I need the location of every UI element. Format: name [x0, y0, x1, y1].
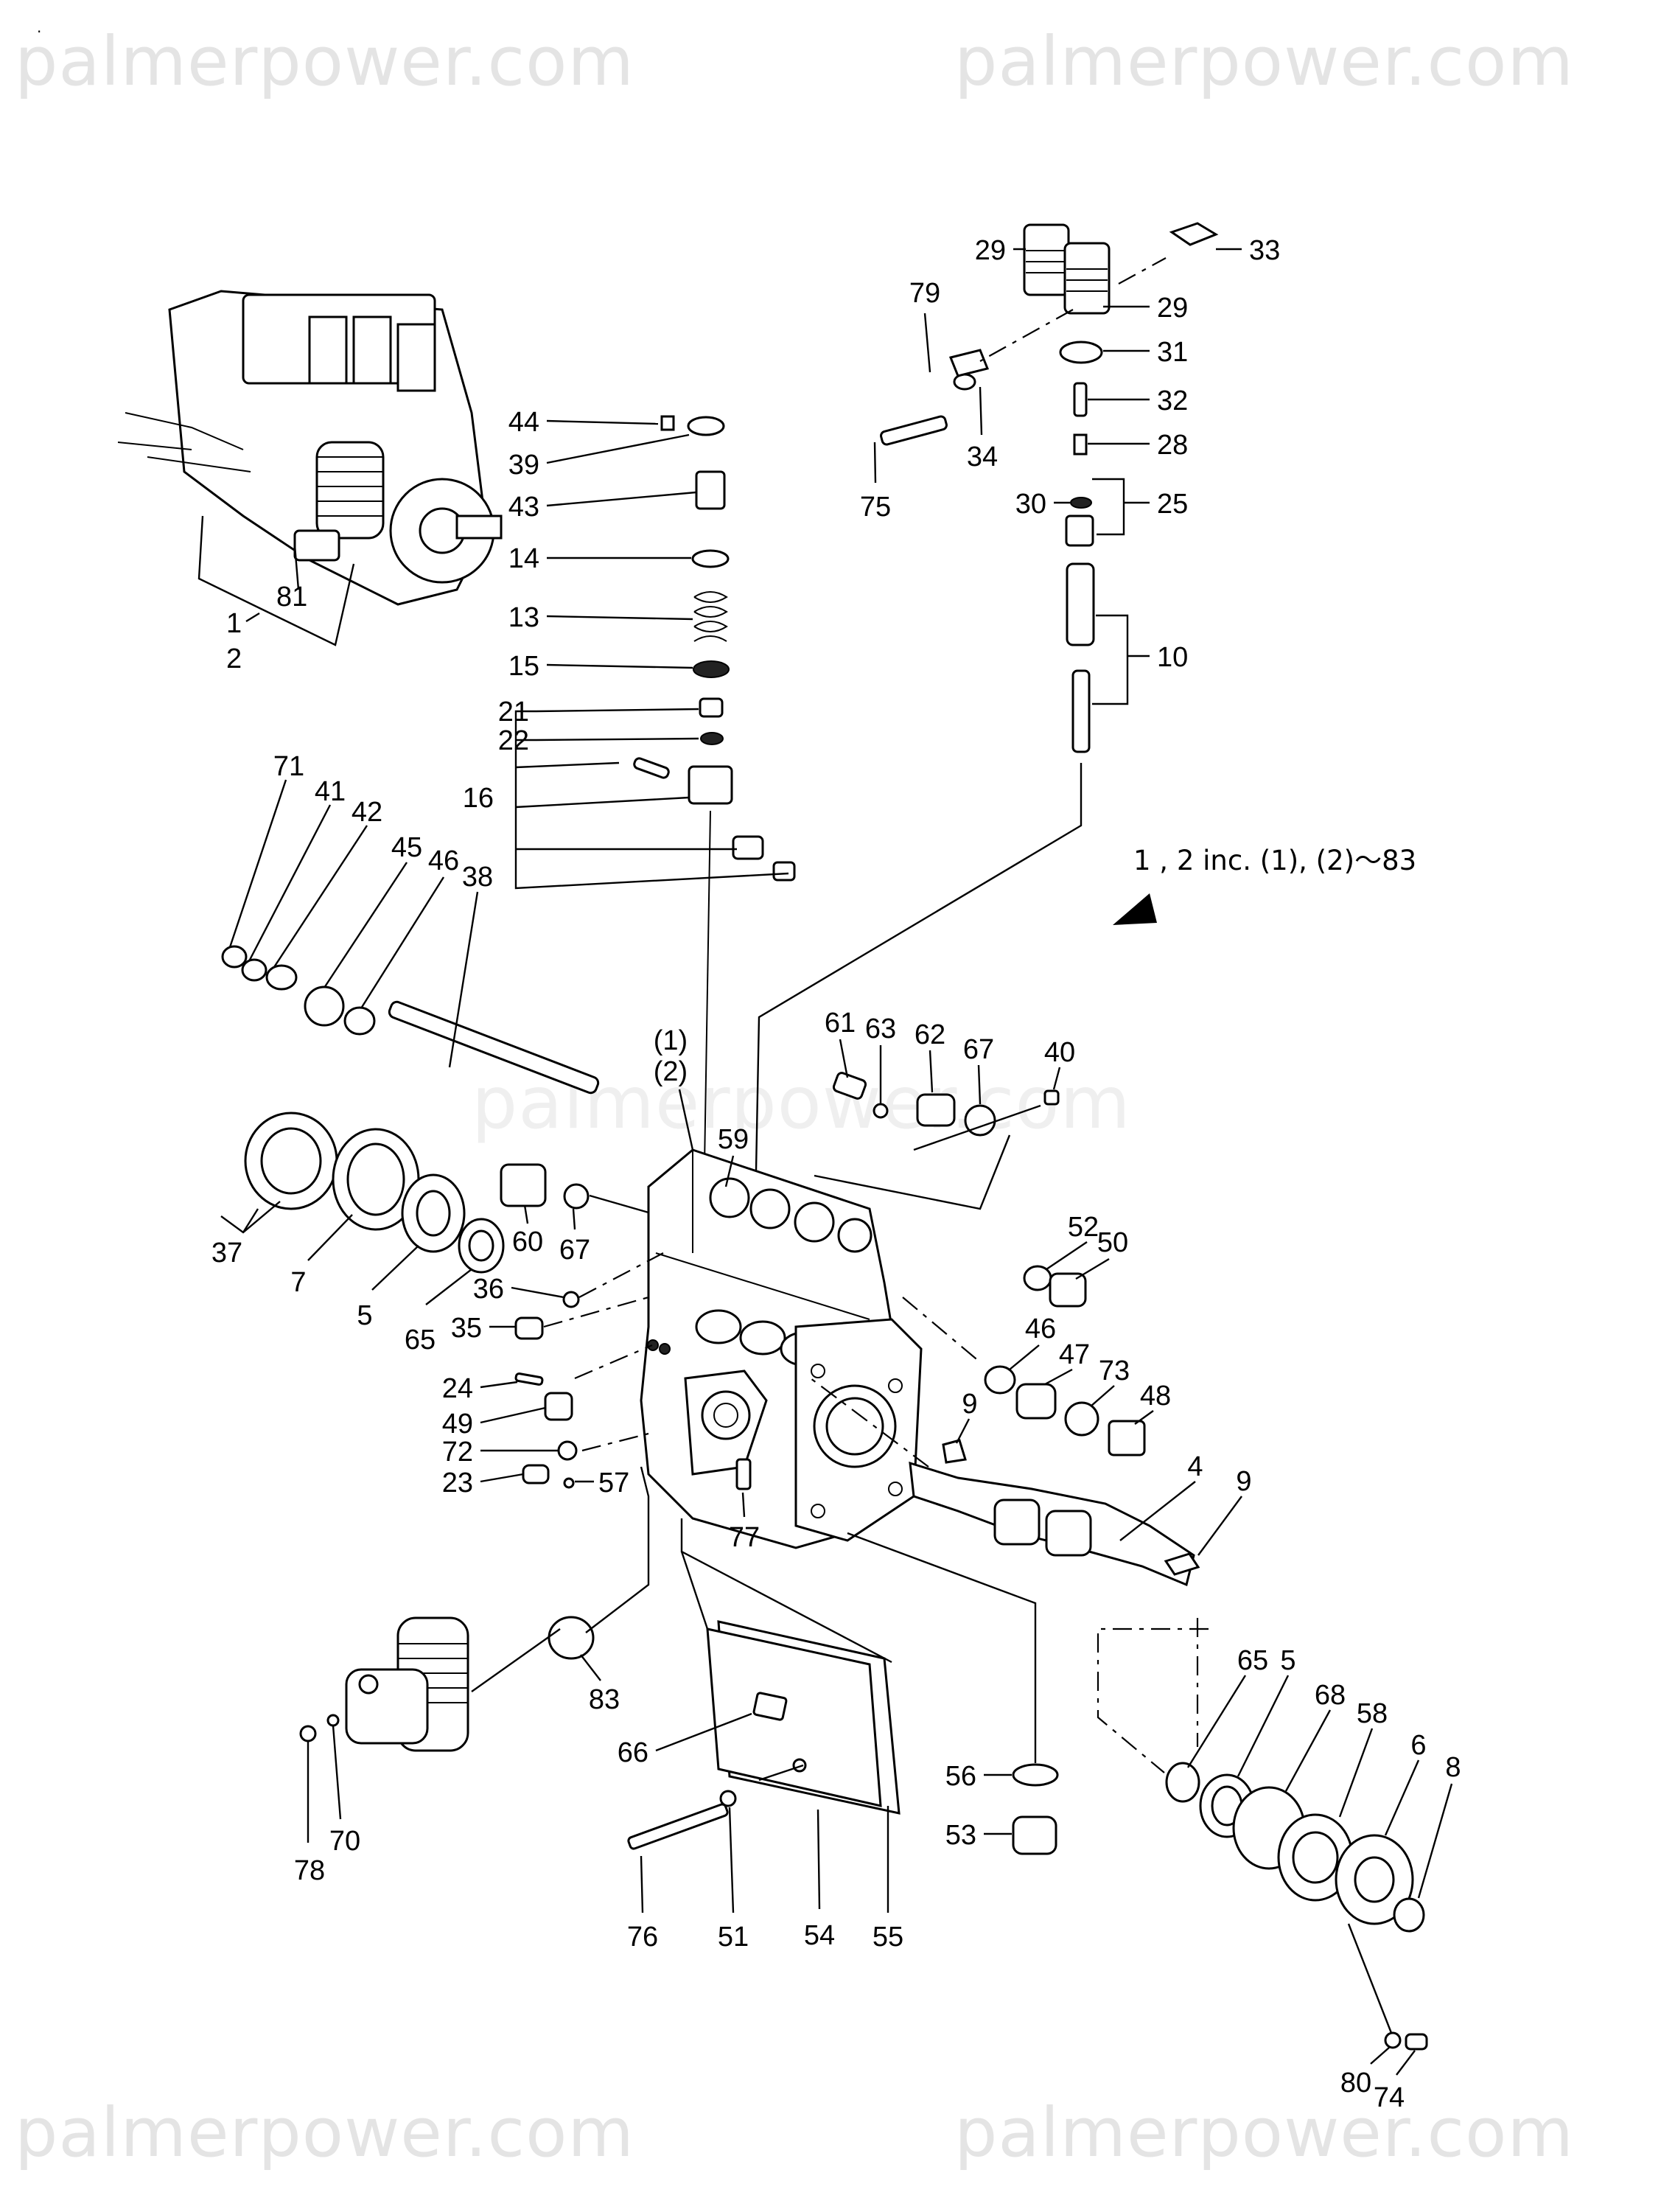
callout-81: 81 — [276, 582, 307, 613]
callout-1: 1 — [226, 608, 242, 639]
callout-59: 59 — [718, 1124, 749, 1155]
callout-4: 4 — [1187, 1451, 1203, 1482]
watermark-top-right: palmerpower.com — [954, 22, 1575, 101]
callout-76: 76 — [627, 1922, 658, 1953]
callout-79: 79 — [909, 278, 940, 309]
callout-65-left: 65 — [405, 1325, 436, 1356]
callout-40: 40 — [1044, 1037, 1075, 1068]
callout-67-left: 67 — [559, 1235, 590, 1266]
callout-80: 80 — [1340, 2068, 1371, 2098]
callout-56: 56 — [945, 1761, 976, 1792]
callout-45: 45 — [391, 832, 422, 863]
pump-housing — [640, 1148, 923, 1549]
callout-29-upper: 29 — [975, 235, 1006, 266]
callout-23: 23 — [442, 1468, 473, 1498]
callout-48: 48 — [1140, 1381, 1171, 1412]
callout-70: 70 — [329, 1826, 360, 1857]
callout-55: 55 — [873, 1922, 903, 1953]
callout-36: 36 — [473, 1274, 504, 1305]
callout-50: 50 — [1097, 1227, 1128, 1258]
callout-74: 74 — [1374, 2082, 1405, 2113]
callout-72: 72 — [442, 1437, 473, 1468]
callout-46-right: 46 — [1025, 1313, 1056, 1344]
feed-pump-parts — [299, 1616, 595, 1752]
callout-32: 32 — [1157, 385, 1188, 416]
callout-25: 25 — [1157, 489, 1188, 520]
callout-65-right: 65 — [1237, 1645, 1268, 1676]
callout-75: 75 — [860, 492, 891, 523]
callout-34: 34 — [967, 442, 998, 472]
callout-31: 31 — [1157, 337, 1188, 368]
camshaft-side-parts — [909, 1265, 1200, 1587]
callout-5-left: 5 — [357, 1300, 372, 1331]
corner-mark: · — [37, 23, 41, 41]
inspection-cover-parts — [627, 1620, 901, 1850]
callout-28: 28 — [1157, 430, 1188, 461]
housing-label-2: (2) — [654, 1056, 688, 1087]
callout-37: 37 — [211, 1238, 242, 1269]
callout-44: 44 — [508, 407, 539, 438]
callout-73: 73 — [1099, 1356, 1130, 1386]
callout-24: 24 — [442, 1373, 473, 1404]
control-rack-parts — [221, 945, 600, 1274]
watermark-bottom-left: palmerpower.com — [15, 2093, 635, 2172]
callout-8: 8 — [1445, 1752, 1461, 1783]
front-direction-arrow-icon — [1113, 893, 1157, 925]
callout-38: 38 — [462, 862, 493, 893]
callout-16: 16 — [463, 783, 494, 814]
callout-83: 83 — [589, 1684, 620, 1715]
callout-57: 57 — [598, 1468, 629, 1498]
callout-68: 68 — [1315, 1680, 1346, 1711]
callout-15: 15 — [508, 651, 539, 682]
callout-77: 77 — [729, 1522, 760, 1553]
delivery-valve-parts — [880, 222, 1219, 753]
callout-30: 30 — [1015, 489, 1046, 520]
callout-9-upper: 9 — [962, 1389, 977, 1420]
callout-58: 58 — [1357, 1698, 1388, 1729]
callout-51: 51 — [718, 1922, 749, 1953]
callout-62: 62 — [915, 1019, 945, 1050]
callout-29-lower: 29 — [1157, 293, 1188, 324]
callout-7: 7 — [290, 1267, 306, 1298]
callout-5-right: 5 — [1280, 1645, 1295, 1676]
callout-9-lower: 9 — [1236, 1466, 1251, 1497]
callout-43: 43 — [508, 492, 539, 523]
pump-assembly-illustration — [117, 290, 503, 606]
callout-60: 60 — [512, 1227, 543, 1257]
callout-47: 47 — [1059, 1339, 1090, 1370]
governor-stack-parts — [633, 415, 796, 882]
callout-33: 33 — [1249, 235, 1280, 266]
callout-66: 66 — [618, 1737, 648, 1768]
callout-53: 53 — [945, 1820, 976, 1851]
callout-41: 41 — [315, 776, 346, 807]
callout-46-left: 46 — [428, 845, 459, 876]
bearing-cover-parts — [1165, 1762, 1428, 2051]
assembly-note: 1 , 2 inc. (1), (2)～83 — [1133, 845, 1416, 876]
callout-42: 42 — [352, 797, 382, 828]
overflow-valve-parts — [832, 1072, 1060, 1137]
callout-14: 14 — [508, 543, 539, 574]
callout-63: 63 — [865, 1013, 896, 1044]
callout-10: 10 — [1157, 642, 1188, 673]
housing-screw-parts — [514, 1291, 580, 1489]
housing-label-1: (1) — [654, 1025, 688, 1056]
callout-13: 13 — [508, 602, 539, 633]
callout-52: 52 — [1068, 1212, 1099, 1243]
watermark-top-left: palmerpower.com — [15, 22, 635, 101]
callout-67-right: 67 — [963, 1034, 994, 1065]
callout-49: 49 — [442, 1409, 473, 1440]
callout-6: 6 — [1410, 1730, 1426, 1761]
watermark-bottom-right: palmerpower.com — [954, 2093, 1575, 2172]
callout-39: 39 — [508, 450, 539, 481]
plug-parts — [1012, 1763, 1059, 1855]
callout-78: 78 — [294, 1855, 325, 1886]
callout-54: 54 — [804, 1920, 835, 1951]
callout-71: 71 — [273, 751, 304, 782]
callout-61: 61 — [825, 1008, 856, 1039]
callout-2: 2 — [226, 643, 242, 674]
callout-35: 35 — [451, 1313, 482, 1344]
